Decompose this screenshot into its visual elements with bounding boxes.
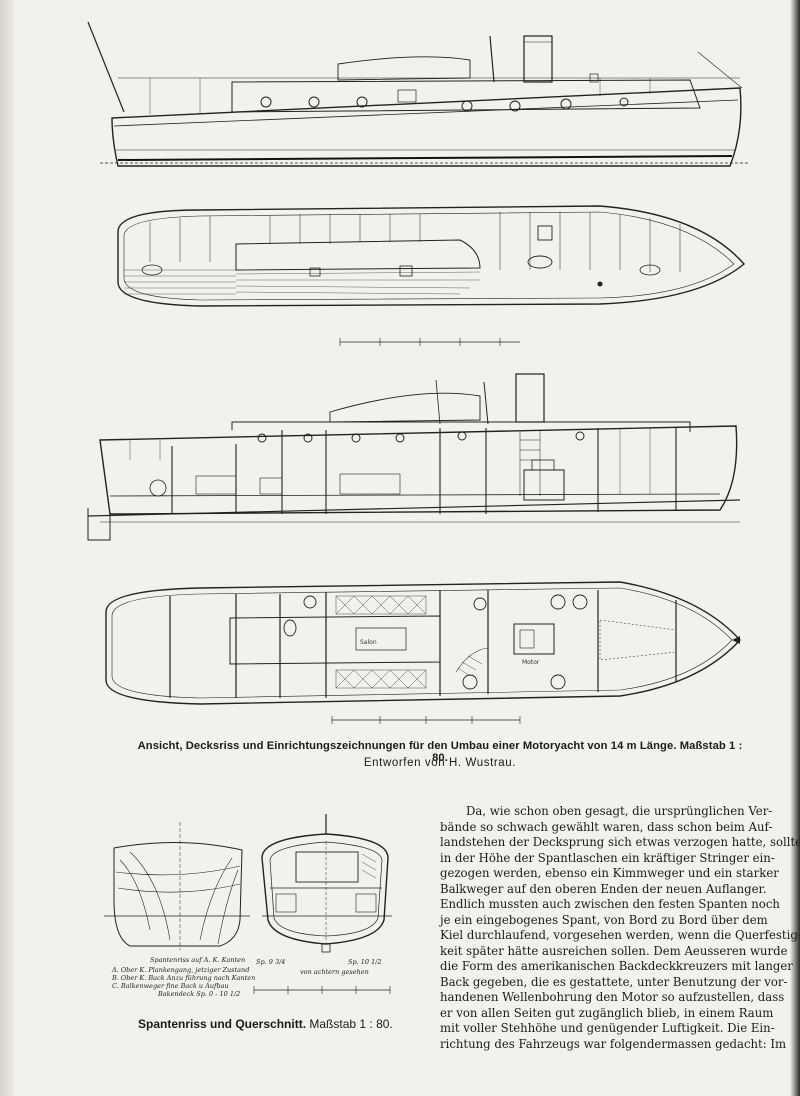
- main-caption-scale: Maßstab 1 : 80.: [432, 740, 743, 764]
- motor-label: Motor: [522, 659, 540, 666]
- page-gutter: [0, 0, 14, 1096]
- text-line: er von allen Seiten gut zugänglich blieb…: [440, 1005, 774, 1020]
- notes-title: Spantenriss auf A. K. Kanten: [150, 956, 245, 964]
- designer-credit: Entworfen von H. Wustrau.: [363, 757, 517, 769]
- text-line: keit später hätte ausreichen sollen. Dem…: [440, 943, 788, 958]
- body-plan-drawing: [104, 822, 250, 950]
- note-b: B. Ober K. Back Anzu führung nach Kanten: [111, 974, 255, 982]
- cross-section-drawing: [253, 814, 392, 994]
- text-line: landstehen der Decksprung sich etwas ver…: [440, 835, 800, 849]
- main-figure-caption: Ansicht, Decksriss und Einrichtungszeich…: [130, 740, 750, 764]
- text-line: je ein eingebogenes Spant, von Bord zu B…: [440, 912, 768, 927]
- frame-notes: Spantenriss auf A. K. Kanten A. Ober K. …: [111, 956, 382, 998]
- text-line: gezogen werden, ebenso ein Kimmweger und…: [440, 866, 779, 880]
- note-d: Bakendeck Sp. 0 - 10 1/2: [157, 990, 240, 998]
- page-edge-shadow: [790, 0, 800, 1096]
- sp-right-label: Sp. 10 1/2: [348, 958, 382, 966]
- main-caption-text: Ansicht, Decksriss und Einrichtungszeich…: [137, 740, 677, 752]
- section-figure-caption: Spantenriss und Querschnitt. Maßstab 1 :…: [138, 1017, 393, 1031]
- text-line: handenen Wellenbohrung den Motor so aufz…: [440, 990, 785, 1004]
- view-direction-label: von achtern gesehen: [300, 968, 369, 976]
- text-line: richtung des Fahrzeugs war folgendermass…: [440, 1036, 787, 1051]
- layout-plan-drawing: Salon Motor: [105, 581, 741, 724]
- section-caption-scale: Maßstab 1 : 80.: [309, 1017, 393, 1031]
- sp-left-label: Sp. 9 3/4: [256, 958, 285, 966]
- salon-label: Salon: [360, 639, 377, 646]
- longitudinal-section-drawing: [87, 373, 741, 541]
- text-line: in der Höhe der Spantlaschen ein kräftig…: [440, 850, 775, 865]
- note-a: A. Ober K. Plankengang, jetziger Zustand: [111, 966, 249, 974]
- note-c: C. Balkenweger fine Back u Aufbau: [112, 982, 229, 990]
- text-line: Back gegeben, die es gestattete, unter B…: [440, 974, 788, 989]
- text-line: Da, wie schon oben gesagt, die ursprüngl…: [466, 804, 773, 818]
- article-body-text: Da, wie schon oben gesagt, die ursprüngl…: [440, 804, 800, 1052]
- text-line: Kiel durchlaufend, vorgesehen werden, we…: [440, 928, 800, 942]
- deck-plan-drawing: [117, 205, 746, 346]
- side-elevation-drawing: [87, 21, 750, 167]
- text-line: Balkweger auf den oberen Enden der neuen…: [440, 881, 767, 896]
- text-line: bände so schwach gewählt waren, dass sch…: [440, 819, 773, 834]
- text-line: Endlich mussten auch zwischen den festen…: [440, 897, 780, 911]
- text-line: mit voller Stehhöhe und genügender Lufti…: [440, 1021, 775, 1035]
- text-line: die Form des amerikanischen Backdeckkreu…: [440, 959, 793, 973]
- section-caption-text: Spantenriss und Querschnitt.: [138, 1017, 307, 1031]
